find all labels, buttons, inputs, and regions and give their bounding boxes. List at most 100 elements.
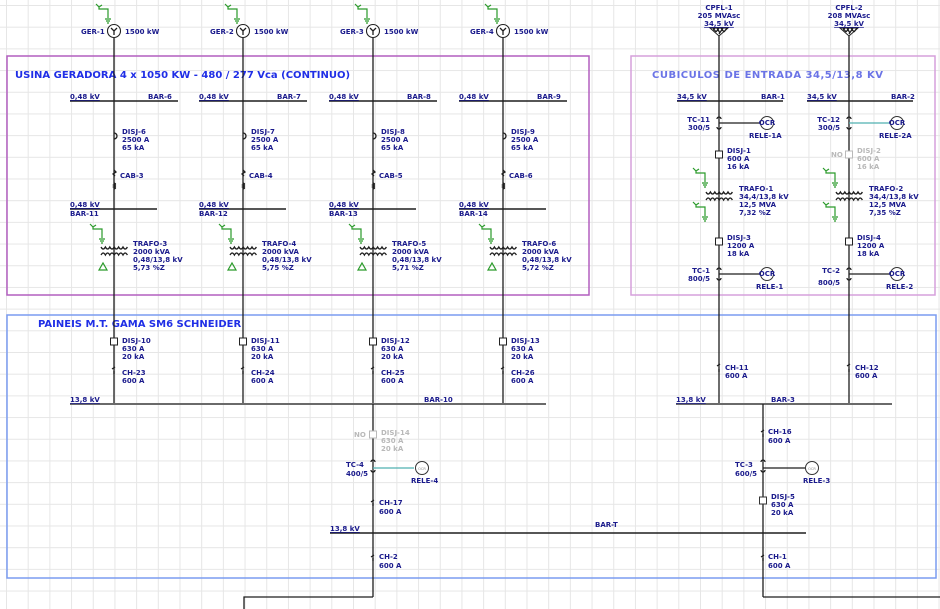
ground-icon bbox=[348, 223, 364, 244]
switch-ch-1[interactable] bbox=[760, 554, 765, 561]
transformer-icon[interactable] bbox=[100, 245, 128, 257]
area-usina-box[interactable] bbox=[6, 55, 590, 296]
bus-lv-id: BAR-14 bbox=[459, 210, 488, 218]
current-transformer-icon[interactable] bbox=[716, 116, 722, 130]
switch-mt[interactable] bbox=[240, 366, 245, 374]
switch-mt-current: 600 A bbox=[511, 377, 534, 385]
breaker-out[interactable] bbox=[845, 237, 853, 246]
relay-glyph: OCR bbox=[759, 119, 776, 127]
breaker-lv[interactable] bbox=[372, 132, 377, 140]
switch-ch-17-id: CH-17 bbox=[379, 499, 403, 507]
switch-in[interactable] bbox=[716, 363, 721, 372]
relay-rele-3[interactable] bbox=[805, 461, 819, 475]
relay-id: RELE-1A bbox=[749, 132, 782, 140]
ground-icon bbox=[692, 167, 708, 188]
current-transformer-icon[interactable] bbox=[846, 267, 852, 281]
relay-icon[interactable] bbox=[890, 267, 904, 281]
breaker-mt-current: 630 A bbox=[251, 345, 274, 353]
breaker-mt[interactable] bbox=[499, 337, 507, 346]
transformer-ratio: 0,48/13,8 kV bbox=[262, 256, 312, 264]
ct-tc-4[interactable] bbox=[370, 459, 376, 473]
switch-mt[interactable] bbox=[500, 366, 505, 374]
breaker-mt[interactable] bbox=[110, 337, 118, 346]
transformer-icon[interactable] bbox=[835, 190, 863, 202]
breaker-in-current: 600 A bbox=[857, 155, 880, 163]
bus-bar-10-id: BAR-10 bbox=[424, 396, 453, 404]
area-paineis-box[interactable] bbox=[6, 314, 937, 579]
breaker-in-icc: 16 kA bbox=[857, 163, 880, 171]
relay-id: RELE-2 bbox=[886, 283, 913, 291]
relay-icon[interactable] bbox=[890, 116, 904, 130]
breaker-lv-current: 2500 A bbox=[381, 136, 409, 144]
switch-ch-17[interactable] bbox=[370, 499, 375, 506]
delta-winding-icon bbox=[356, 261, 368, 271]
breaker-disj-14-icc: 20 kA bbox=[381, 445, 404, 453]
breaker-in-id: DISJ-1 bbox=[727, 147, 751, 155]
transformer-z: 5,73 %Z bbox=[133, 264, 165, 272]
switch-mt-id: CH-23 bbox=[122, 369, 146, 377]
breaker-disj-5[interactable] bbox=[759, 496, 767, 505]
breaker-mt[interactable] bbox=[369, 337, 377, 346]
switch-mt[interactable] bbox=[111, 366, 116, 374]
ct-tc-3[interactable] bbox=[760, 459, 766, 473]
transformer-icon[interactable] bbox=[489, 245, 517, 257]
cable-icon[interactable] bbox=[111, 169, 118, 190]
switch-in-id: CH-12 bbox=[855, 364, 879, 372]
breaker-in[interactable] bbox=[715, 150, 723, 159]
breaker-in-icc: 16 kA bbox=[727, 163, 750, 171]
area-paineis-title: PAINEIS M.T. GAMA SM6 SCHNEIDER bbox=[38, 319, 241, 330]
breaker-lv[interactable] bbox=[113, 132, 118, 140]
relay-icon[interactable] bbox=[760, 116, 774, 130]
bus-lv-id: BAR-11 bbox=[70, 210, 99, 218]
generator-rating: 1500 kW bbox=[254, 28, 289, 36]
switch-ch-16[interactable] bbox=[760, 429, 765, 437]
transformer-icon[interactable] bbox=[359, 245, 387, 257]
switch-mt[interactable] bbox=[370, 366, 375, 374]
breaker-mt-icc: 20 kA bbox=[511, 353, 534, 361]
switch-in[interactable] bbox=[846, 363, 851, 372]
generator-id: GER-4 bbox=[470, 28, 494, 36]
breaker-out-icc: 18 kA bbox=[727, 250, 750, 258]
breaker-lv[interactable] bbox=[242, 132, 247, 140]
cable-icon[interactable] bbox=[500, 169, 507, 190]
transformer-id: TRAFO-2 bbox=[869, 185, 903, 193]
utility-sc: 208 MVAsc bbox=[828, 12, 871, 20]
current-transformer-icon[interactable] bbox=[846, 116, 852, 130]
relay-rele-4[interactable] bbox=[415, 461, 429, 475]
transformer-power: 2000 kVA bbox=[522, 248, 560, 256]
relay-icon[interactable] bbox=[760, 267, 774, 281]
breaker-lv-icc: 65 kA bbox=[122, 144, 145, 152]
breaker-lv[interactable] bbox=[502, 132, 507, 140]
breaker-mt[interactable] bbox=[239, 337, 247, 346]
bus-bar-3-kv: 13,8 kV bbox=[676, 396, 706, 404]
current-transformer-icon[interactable] bbox=[716, 267, 722, 281]
generator-id: GER-1 bbox=[81, 28, 105, 36]
cable-icon[interactable] bbox=[240, 169, 247, 190]
transformer-icon[interactable] bbox=[705, 190, 733, 202]
ground-icon bbox=[692, 201, 708, 222]
cable-icon[interactable] bbox=[370, 169, 377, 190]
ground-icon bbox=[478, 223, 494, 244]
bus-bar-3-id: BAR-3 bbox=[771, 396, 795, 404]
switch-ch-2[interactable] bbox=[370, 554, 375, 561]
breaker-disj-14-id: DISJ-14 bbox=[381, 429, 410, 437]
bus-in-id: BAR-1 bbox=[761, 93, 785, 101]
breaker-out[interactable] bbox=[715, 237, 723, 246]
bus-lv-id: BAR-12 bbox=[199, 210, 228, 218]
breaker-out-id: DISJ-3 bbox=[727, 234, 751, 242]
transformer-icon[interactable] bbox=[229, 245, 257, 257]
breaker-in[interactable] bbox=[845, 150, 853, 159]
area-cubiculos-box[interactable] bbox=[630, 55, 936, 296]
ground-icon bbox=[822, 167, 838, 188]
bus-lv-id: BAR-13 bbox=[329, 210, 358, 218]
utility-kv: 34,5 kV bbox=[834, 20, 864, 28]
ground-icon bbox=[822, 201, 838, 222]
ct-ratio: 800/5 bbox=[818, 279, 840, 287]
ground-icon bbox=[484, 3, 500, 24]
bus-in-id: BAR-2 bbox=[891, 93, 915, 101]
relay-glyph: OCR bbox=[889, 270, 906, 278]
breaker-disj-14[interactable] bbox=[369, 430, 377, 439]
breaker-in-state: NO bbox=[831, 151, 843, 159]
